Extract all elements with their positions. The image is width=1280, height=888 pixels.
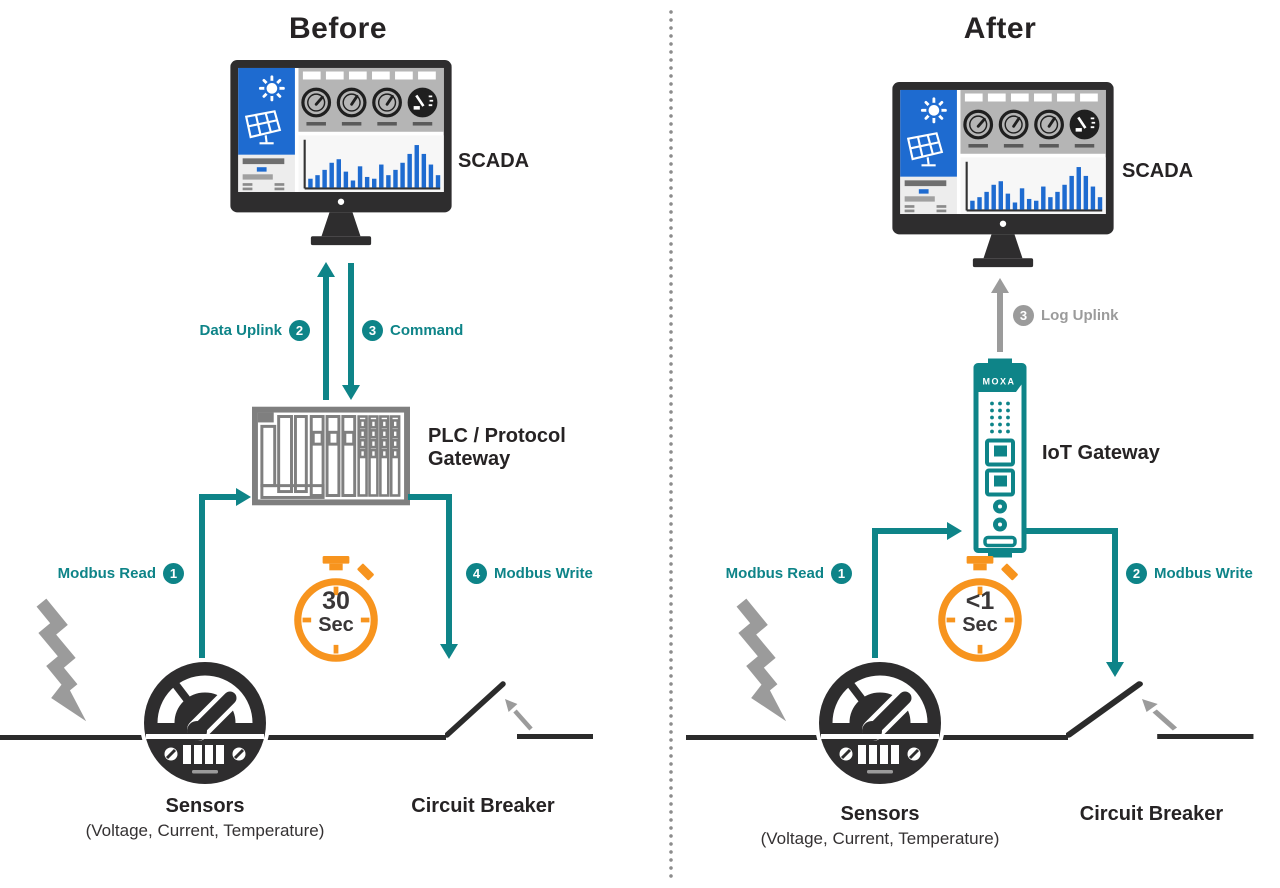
modbus-read-arrow: [199, 494, 237, 500]
modbus-read-labelrow: Modbus Read 1: [50, 563, 184, 584]
lightning-icon: [722, 596, 792, 726]
timer: 30 Sec: [296, 587, 376, 636]
scada-label: SCADA: [1122, 160, 1194, 182]
step-badge: 2: [1126, 563, 1147, 584]
modbus-read-arrow: [199, 494, 205, 658]
sensor-gauge-icon: [815, 658, 945, 788]
timer-value: <1: [965, 587, 995, 615]
modbus-read-arrowhead-icon: [236, 488, 251, 506]
circuit-breaker-icon: [1066, 677, 1256, 739]
timer-value: 30: [322, 587, 350, 615]
divider: [669, 8, 673, 880]
step-badge: 3: [1013, 305, 1034, 326]
sensor-gauge-icon: [140, 658, 270, 788]
plc-icon: [252, 406, 410, 506]
modbus-read-arrow: [872, 528, 878, 658]
log-uplink-arrowhead-icon: [991, 278, 1009, 293]
timer-unit: Sec: [318, 614, 354, 636]
log-uplink-label: Log Uplink: [1041, 307, 1119, 324]
circuit-breaker-label: Circuit Breaker: [411, 795, 555, 817]
data-uplink-label: Data Uplink: [199, 322, 282, 339]
step-badge: 4: [466, 563, 487, 584]
step-badge: 1: [163, 563, 184, 584]
plc-label: PLC / Protocol Gateway: [428, 425, 566, 471]
modbus-write-arrowhead-icon: [440, 644, 458, 659]
modbus-read-label: Modbus Read: [57, 565, 156, 582]
data-uplink-arrow: [323, 276, 329, 400]
modbus-read-labelrow: Modbus Read 1: [718, 563, 852, 584]
timer-unit: Sec: [962, 614, 998, 636]
iot-gateway-icon: MOXA: [973, 358, 1027, 558]
data-uplink-arrowhead-icon: [317, 262, 335, 277]
command-arrowhead-icon: [342, 385, 360, 400]
scada-monitor-icon: [230, 60, 452, 262]
circuit-breaker-icon: [444, 677, 596, 739]
step-badge: 1: [831, 563, 852, 584]
scada-monitor-icon: [892, 82, 1114, 284]
modbus-write-label: Modbus Write: [1154, 565, 1253, 582]
plc-label-line1: PLC / Protocol: [428, 425, 566, 447]
timer: <1 Sec: [940, 587, 1020, 636]
log-uplink-labelrow: 3 Log Uplink: [1013, 305, 1119, 326]
modbus-write-arrowhead-icon: [1106, 662, 1124, 677]
command-label: Command: [390, 322, 464, 339]
modbus-read-label: Modbus Read: [725, 565, 824, 582]
circuit-breaker-label: Circuit Breaker: [1079, 803, 1224, 825]
modbus-write-arrow: [446, 494, 452, 646]
modbus-write-arrow: [1112, 528, 1118, 664]
modbus-write-arrow: [1026, 528, 1118, 534]
lightning-icon: [22, 596, 92, 726]
log-uplink-arrow: [997, 292, 1003, 352]
iot-gateway-label: IoT Gateway: [1042, 442, 1160, 464]
modbus-read-arrowhead-icon: [947, 522, 962, 540]
sensors-sublabel: (Voltage, Current, Temperature): [85, 821, 325, 840]
scada-label: SCADA: [458, 150, 530, 172]
moxa-brand: MOXA: [983, 377, 1016, 387]
step-badge: 2: [289, 320, 310, 341]
modbus-write-label: Modbus Write: [494, 565, 593, 582]
step-badge: 3: [362, 320, 383, 341]
command-arrow: [348, 263, 354, 387]
sensors-sublabel: (Voltage, Current, Temperature): [760, 829, 1000, 848]
modbus-read-arrow: [872, 528, 950, 534]
command-labelrow: 3 Command: [362, 320, 463, 341]
sensors-label: Sensors: [840, 803, 920, 825]
modbus-write-labelrow: 4 Modbus Write: [466, 563, 593, 584]
modbus-write-arrow: [408, 494, 452, 500]
sensors-label: Sensors: [165, 795, 245, 817]
plc-label-line2: Gateway: [428, 448, 511, 470]
modbus-write-labelrow: 2 Modbus Write: [1126, 563, 1253, 584]
after-title: After: [963, 12, 1037, 45]
before-title: Before: [288, 12, 388, 45]
data-uplink-labelrow: Data Uplink 2: [160, 320, 310, 341]
